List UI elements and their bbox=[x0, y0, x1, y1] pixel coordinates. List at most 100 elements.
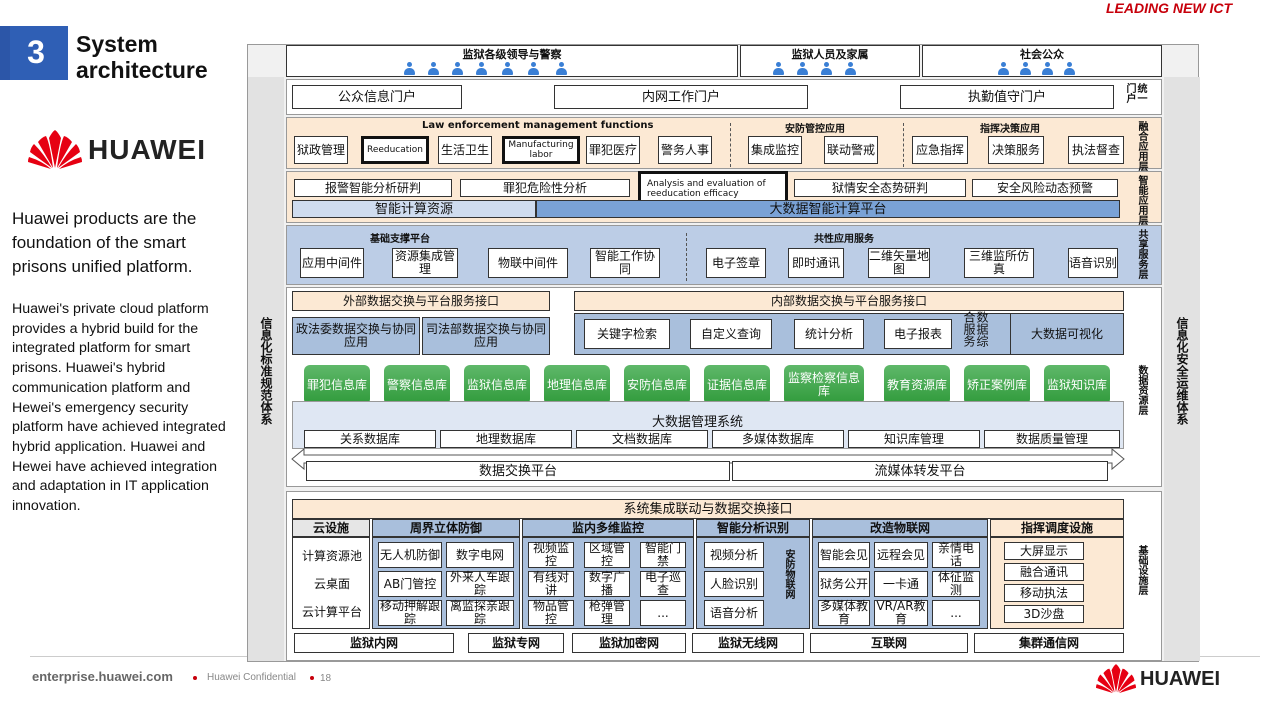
left-side-label: 信息化标准规范体系 bbox=[259, 317, 273, 425]
fusion-title-law: Law enforcement management functions bbox=[422, 120, 654, 131]
iot-item: 亲情电话 bbox=[932, 542, 980, 568]
iot-item: 体征监测 bbox=[932, 571, 980, 597]
person-icon bbox=[556, 62, 567, 76]
person-icon bbox=[797, 62, 808, 76]
huawei-flower-icon bbox=[1096, 664, 1136, 694]
network-item: 监狱无线网 bbox=[692, 633, 804, 653]
internal-interface-title: 内部数据交换与平台服务接口 bbox=[574, 291, 1124, 311]
shared-divider bbox=[686, 233, 687, 281]
fusion-item: 罪犯医疗 bbox=[586, 136, 640, 164]
portal-side-label: 统一门户 bbox=[1124, 83, 1146, 103]
exchange-arrow bbox=[291, 447, 1125, 471]
smart-compute-resource: 智能计算资源 bbox=[292, 200, 536, 218]
architecture-diagram: 信息化标准规范体系 信息化安全运维体系 监狱各级领导与警察 监狱人员及家属 社会… bbox=[247, 44, 1200, 662]
portal-duty: 执勤值守门户 bbox=[900, 85, 1114, 109]
storage-item: 知识库管理 bbox=[848, 430, 980, 448]
shared-item: 即时通讯 bbox=[788, 248, 844, 278]
right-side-label: 信息化安全运维体系 bbox=[1175, 317, 1189, 425]
iot-item: VR/AR教育 bbox=[874, 600, 928, 626]
fusion-item: 决策服务 bbox=[988, 136, 1044, 164]
command-item: 融合通讯 bbox=[1004, 563, 1084, 581]
storage-item: 多媒体数据库 bbox=[712, 430, 844, 448]
smart-item: 安全风险动态预警 bbox=[972, 179, 1118, 197]
infra-head: 云设施 bbox=[292, 519, 370, 537]
shared-item: 智能工作协同 bbox=[590, 248, 660, 278]
person-icon bbox=[821, 62, 832, 76]
ai-item: 语音分析 bbox=[704, 600, 764, 626]
smart-item: 报警智能分析研判 bbox=[294, 179, 452, 197]
footer-dot bbox=[310, 676, 314, 680]
fusion-item: 狱政管理 bbox=[294, 136, 348, 164]
network-item: 互联网 bbox=[810, 633, 968, 653]
internal-item: 统计分析 bbox=[794, 319, 864, 349]
internal-item: 数据综合服务 bbox=[962, 311, 989, 347]
perimeter-item: AB门管控 bbox=[378, 571, 442, 597]
person-icon bbox=[1042, 62, 1053, 76]
bigdata-management-title: 大数据管理系统 bbox=[652, 415, 744, 430]
left-side-column bbox=[248, 77, 284, 661]
intro-text: Huawei products are the foundation of th… bbox=[12, 209, 197, 276]
iot-item: ... bbox=[932, 600, 980, 626]
fusion-item: 应急指挥 bbox=[912, 136, 968, 164]
huawei-logo-text: HUAWEI bbox=[88, 134, 206, 165]
shared-item: 三维监所仿真 bbox=[964, 248, 1034, 278]
ai-side-label: 安防物联网 bbox=[783, 549, 794, 599]
infra-side-label: 基础设施层 bbox=[1136, 545, 1147, 595]
right-side-column bbox=[1164, 77, 1200, 661]
database-cylinder: 警察信息库 bbox=[384, 365, 450, 405]
iot-item: 远程会见 bbox=[874, 542, 928, 568]
infra-head: 改造物联网 bbox=[812, 519, 988, 537]
command-item: 3D沙盘 bbox=[1004, 605, 1084, 623]
shared-side-label: 共享服务层 bbox=[1136, 229, 1147, 279]
tagline: LEADING NEW ICT bbox=[1106, 0, 1232, 16]
monitor-item: 电子巡查 bbox=[640, 571, 686, 597]
database-cylinder: 矫正案例库 bbox=[964, 365, 1030, 405]
database-cylinder: 监狱知识库 bbox=[1044, 365, 1110, 405]
database-cylinder: 地理信息库 bbox=[544, 365, 610, 405]
fusion-item: 执法督查 bbox=[1068, 136, 1124, 164]
internal-item: 关键字检索 bbox=[584, 319, 670, 349]
shared-item: 二维矢量地图 bbox=[868, 248, 930, 278]
ai-item: 人脸识别 bbox=[704, 571, 764, 597]
monitor-item: 物品管控 bbox=[528, 600, 574, 626]
person-icon bbox=[502, 62, 513, 76]
infra-head: 周界立体防御 bbox=[372, 519, 520, 537]
exchange-platform: 数据交换平台 bbox=[306, 461, 730, 481]
cloud-item: 计算资源池 bbox=[300, 543, 364, 569]
stream-forward-platform: 流媒体转发平台 bbox=[732, 461, 1108, 481]
monitor-item: 区域管控 bbox=[584, 542, 630, 568]
smart-bigdata-platform: 大数据智能计算平台 bbox=[536, 200, 1120, 218]
perimeter-item: 离监探亲跟踪 bbox=[446, 600, 514, 626]
storage-item: 关系数据库 bbox=[304, 430, 436, 448]
huawei-flower-icon bbox=[28, 130, 82, 169]
infra-head: 指挥调度设施 bbox=[990, 519, 1124, 537]
database-cylinder: 证据信息库 bbox=[704, 365, 770, 405]
internal-item: 大数据可视化 bbox=[1010, 313, 1124, 355]
person-icon bbox=[998, 62, 1009, 76]
monitor-item: 数字广播 bbox=[584, 571, 630, 597]
footer-confidential: Huawei Confidential bbox=[207, 672, 296, 683]
internal-item: 自定义查询 bbox=[690, 319, 772, 349]
storage-item: 文档数据库 bbox=[576, 430, 708, 448]
monitor-item: ... bbox=[640, 600, 686, 626]
huawei-logo: HUAWEI bbox=[28, 130, 206, 170]
fusion-divider bbox=[903, 123, 904, 167]
cloud-item: 云计算平台 bbox=[300, 599, 364, 625]
perimeter-item: 数字电网 bbox=[446, 542, 514, 568]
monitor-item: 有线对讲 bbox=[528, 571, 574, 597]
smart-item: 狱情安全态势研判 bbox=[794, 179, 966, 197]
shared-title-base: 基础支撑平台 bbox=[370, 234, 430, 245]
monitor-item: 视频监控 bbox=[528, 542, 574, 568]
ai-item: 视频分析 bbox=[704, 542, 764, 568]
fusion-item: Manufacturing labor bbox=[502, 136, 580, 164]
database-cylinder: 监狱信息库 bbox=[464, 365, 530, 405]
database-cylinder: 安防信息库 bbox=[624, 365, 690, 405]
person-icon bbox=[845, 62, 856, 76]
portal-intranet: 内网工作门户 bbox=[554, 85, 808, 109]
fusion-item: 集成监控 bbox=[748, 136, 802, 164]
storage-item: 数据质量管理 bbox=[984, 430, 1120, 448]
person-icon bbox=[476, 62, 487, 76]
fusion-title-security: 安防管控应用 bbox=[785, 124, 845, 135]
